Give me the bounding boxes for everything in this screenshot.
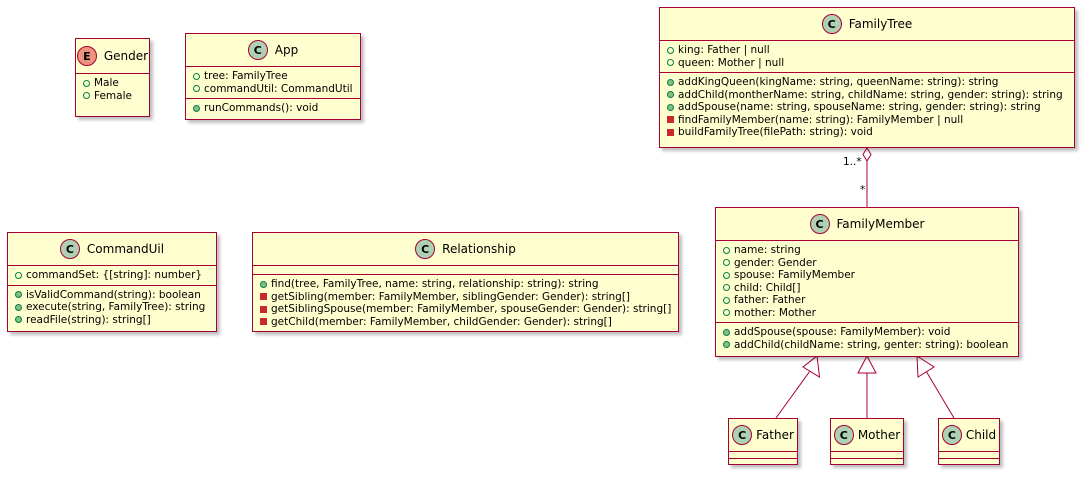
fields-section: king: Father | null queen: Mother | null [660, 41, 1074, 73]
public-method-icon [723, 328, 730, 336]
public-method-icon [15, 316, 22, 324]
public-marker-icon [83, 79, 90, 87]
public-marker-icon [667, 46, 674, 54]
fields-section: commandSet: {[string]: number} [8, 266, 216, 286]
class-icon: C [247, 40, 268, 60]
class-name: App [274, 43, 299, 57]
child-inherit-line [925, 370, 955, 419]
fields-section [939, 452, 999, 459]
fields-section [831, 452, 903, 459]
methods-section: isValidCommand(string): boolean execute(… [8, 286, 216, 330]
mother-inherit-arrow [857, 354, 877, 374]
familytree-class-box[interactable]: C FamilyTree king: Father | null queen: … [659, 7, 1075, 148]
relationship-class-box[interactable]: C Relationship find(tree, FamilyTree, na… [252, 232, 679, 332]
class-icon: C [833, 425, 854, 445]
methods-section [729, 459, 797, 464]
private-method-icon [260, 293, 267, 301]
public-method-icon [193, 104, 200, 112]
methods-section [939, 459, 999, 464]
public-marker-icon [723, 309, 730, 317]
class-icon: C [59, 239, 80, 259]
class-icon: C [821, 14, 842, 34]
public-marker-icon [193, 85, 200, 93]
class-icon: C [941, 425, 962, 445]
public-marker-icon [15, 271, 22, 279]
methods-section: find(tree, FamilyTree, name: string, rel… [253, 275, 678, 331]
private-method-icon [260, 305, 267, 313]
class-name: Relationship [442, 242, 516, 256]
public-method-icon [667, 103, 674, 111]
public-marker-icon [193, 72, 200, 80]
child-class-box[interactable]: C Child [938, 418, 1000, 465]
app-class-box[interactable]: C App tree: FamilyTree commandUtil: Comm… [185, 33, 361, 120]
fields-section [729, 452, 797, 459]
source-multiplicity: 1..* [843, 156, 862, 168]
familymember-class-box[interactable]: C FamilyMember name: string gender: Gend… [715, 207, 1019, 357]
public-marker-icon [723, 259, 730, 267]
public-method-icon [15, 291, 22, 299]
class-icon: C [809, 214, 830, 234]
public-marker-icon [723, 296, 730, 304]
public-method-icon [15, 303, 22, 311]
class-icon: C [415, 239, 436, 259]
public-method-icon [260, 280, 267, 288]
father-inherit-line [775, 370, 811, 419]
methods-section: runCommands(): void [186, 99, 360, 118]
class-name: FamilyTree [848, 17, 913, 31]
fields-section: tree: FamilyTree commandUtil: CommandUti… [186, 67, 360, 99]
gender-enum-box[interactable]: E Gender Male Female [75, 38, 150, 117]
methods-section: addSpouse(spouse: FamilyMember): void ad… [716, 323, 1018, 354]
aggregation-diamond [862, 147, 872, 162]
public-method-icon [723, 341, 730, 349]
public-method-icon [667, 91, 674, 99]
father-inherit-arrow [802, 355, 821, 378]
class-name: Mother [857, 428, 901, 442]
father-class-box[interactable]: C Father [728, 418, 798, 465]
public-marker-icon [723, 284, 730, 292]
public-marker-icon [667, 59, 674, 67]
fields-section: name: string gender: Gender spouse: Fami… [716, 241, 1018, 323]
methods-section [831, 459, 903, 464]
private-method-icon [260, 318, 267, 326]
class-icon: C [732, 425, 753, 445]
public-marker-icon [723, 271, 730, 279]
commanduil-class-box[interactable]: C CommandUil commandSet: {[string]: numb… [7, 232, 217, 332]
class-name: Child [965, 428, 997, 442]
public-marker-icon [723, 246, 730, 254]
target-multiplicity: * [860, 184, 866, 196]
mother-class-box[interactable]: C Mother [830, 418, 904, 465]
enum-values: Male Female [76, 74, 149, 105]
class-name: FamilyMember [836, 217, 925, 231]
child-inherit-arrow [916, 355, 935, 378]
methods-section: addKingQueen(kingName: string, queenName… [660, 73, 1074, 142]
class-name: Father [756, 428, 794, 442]
private-method-icon [667, 116, 674, 124]
fields-section [253, 266, 678, 275]
public-marker-icon [83, 92, 90, 100]
class-name: Gender [103, 49, 149, 63]
enum-icon: E [76, 46, 97, 66]
class-name: CommandUil [86, 242, 165, 256]
public-method-icon [667, 78, 674, 86]
private-method-icon [667, 128, 674, 136]
